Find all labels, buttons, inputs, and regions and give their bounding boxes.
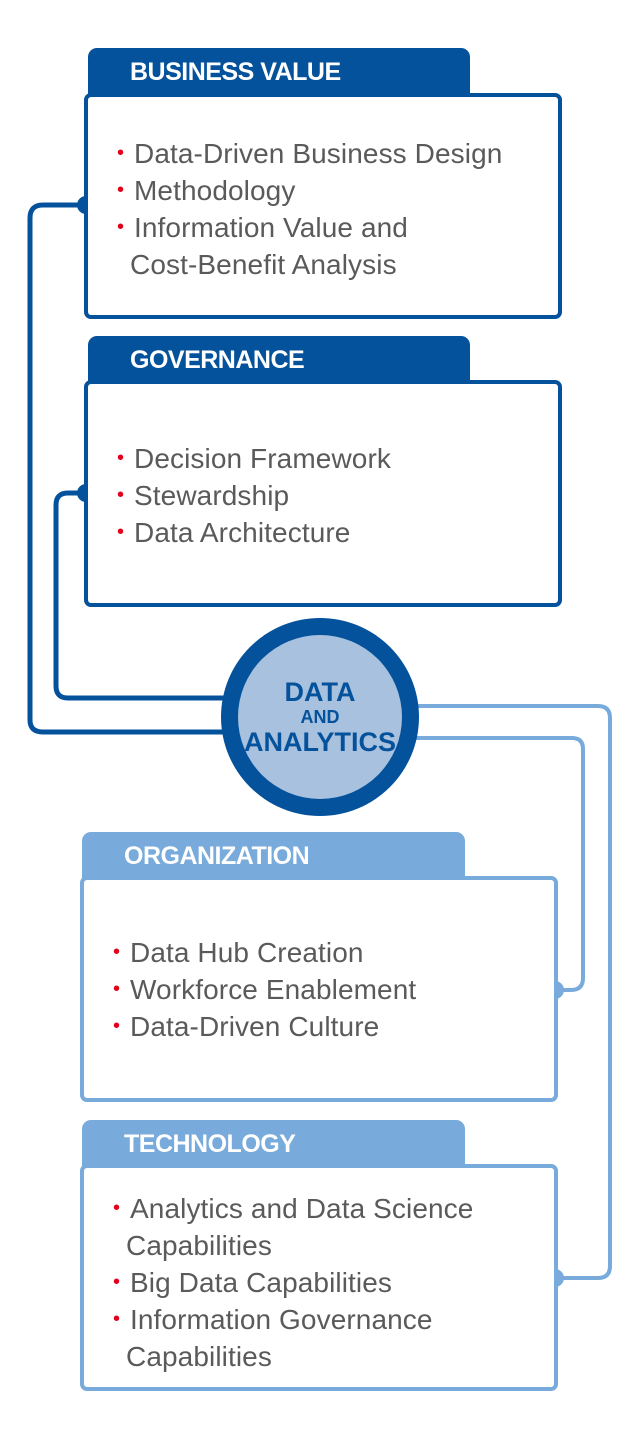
bullet-icon: • xyxy=(113,1015,121,1037)
bullet-icon: • xyxy=(113,1308,121,1330)
connector-business-value xyxy=(27,202,240,735)
list-item: •Methodology xyxy=(114,172,544,209)
technology-box: •Analytics and Data Science Capabilities… xyxy=(80,1164,558,1391)
list-item: •Data Hub Creation xyxy=(110,934,540,971)
bullet-icon: • xyxy=(113,1197,121,1219)
governance-box: •Decision Framework •Stewardship •Data A… xyxy=(84,380,562,607)
hub-inner-circle: DATA AND ANALYTICS xyxy=(238,635,402,799)
technology-list: •Analytics and Data Science Capabilities… xyxy=(110,1190,540,1375)
list-item: •Big Data Capabilities xyxy=(110,1264,540,1301)
list-item-continuation: Capabilities xyxy=(126,1341,272,1372)
list-item: •Data-Driven Business Design xyxy=(114,135,544,172)
hub-label-analytics: ANALYTICS xyxy=(243,727,397,757)
hub-label-and: AND xyxy=(300,707,340,727)
bullet-icon: • xyxy=(117,142,125,164)
bullet-icon: • xyxy=(117,484,125,506)
organization-box: •Data Hub Creation •Workforce Enablement… xyxy=(80,876,558,1102)
list-item-continuation: Capabilities xyxy=(126,1230,272,1261)
bullet-icon: • xyxy=(117,216,125,238)
list-item: •Decision Framework xyxy=(114,440,544,477)
bullet-icon: • xyxy=(117,179,125,201)
connector-technology xyxy=(400,704,612,1280)
list-item: •Data Architecture xyxy=(114,514,544,551)
bullet-icon: • xyxy=(113,978,121,1000)
business-value-box: •Data-Driven Business Design •Methodolog… xyxy=(84,93,562,319)
list-item-continuation: Cost-Benefit Analysis xyxy=(130,249,397,280)
list-item: •Analytics and Data Science xyxy=(110,1190,540,1227)
list-item: •Information Value and xyxy=(114,209,544,246)
bullet-icon: • xyxy=(113,941,121,963)
governance-list: •Decision Framework •Stewardship •Data A… xyxy=(114,440,544,551)
technology-title: TECHNOLOGY xyxy=(82,1120,465,1166)
organization-title: ORGANIZATION xyxy=(82,832,465,878)
list-item: •Data-Driven Culture xyxy=(110,1008,540,1045)
governance-title: GOVERNANCE xyxy=(88,336,470,382)
bullet-icon: • xyxy=(117,447,125,469)
list-item: •Information Governance xyxy=(110,1301,540,1338)
connector-organization xyxy=(400,736,585,992)
bullet-icon: • xyxy=(113,1271,121,1293)
business-value-title: BUSINESS VALUE xyxy=(88,48,470,94)
bullet-icon: • xyxy=(117,521,125,543)
organization-list: •Data Hub Creation •Workforce Enablement… xyxy=(110,934,540,1045)
connector-governance xyxy=(53,490,240,701)
business-value-list: •Data-Driven Business Design •Methodolog… xyxy=(114,135,544,283)
hub-label-data: DATA xyxy=(284,677,356,707)
list-item: •Workforce Enablement xyxy=(110,971,540,1008)
list-item: •Stewardship xyxy=(114,477,544,514)
data-analytics-hub: DATA AND ANALYTICS xyxy=(221,618,419,816)
